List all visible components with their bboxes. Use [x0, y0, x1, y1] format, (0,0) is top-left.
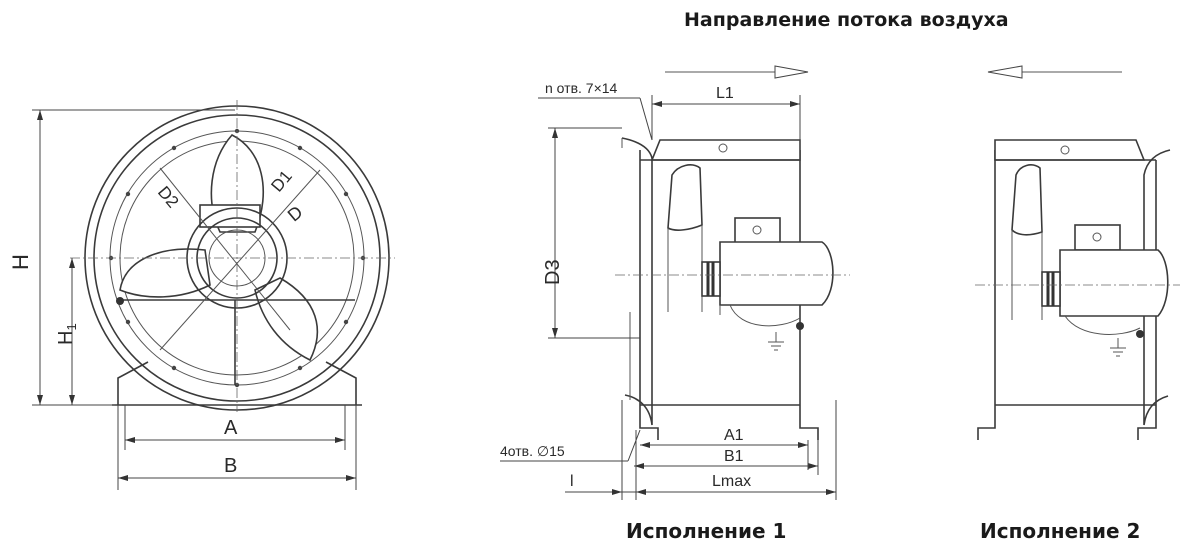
airflow-title: Направление потока воздуха — [684, 9, 1009, 31]
label-a: A — [224, 417, 238, 439]
leader-holes-top-diag — [639, 97, 653, 141]
feet-side1 — [639, 405, 819, 440]
ground-bolt-side-2 — [1136, 330, 1144, 338]
label-d3: D3 — [542, 259, 564, 285]
ground-bolt — [116, 297, 124, 305]
top-screw-2 — [1060, 145, 1070, 155]
blade-side — [667, 164, 703, 231]
blade-stem — [667, 225, 703, 312]
front-view: H H1 A B D D1 D2 — [8, 100, 395, 490]
inlet-bell — [621, 137, 653, 426]
label-l1: L1 — [716, 85, 734, 102]
blade-right — [254, 277, 319, 362]
label-a1: A1 — [724, 427, 744, 444]
terminal-box — [734, 217, 781, 244]
ground-bolt-side — [796, 322, 804, 330]
label-b1: B1 — [724, 448, 744, 465]
label-d1: D1 — [267, 167, 296, 196]
caption-version-2: Исполнение 2 — [980, 519, 1140, 543]
blade-side-2 — [1011, 164, 1043, 236]
dim-d2-line — [159, 167, 291, 331]
arrow-left-icon — [987, 65, 1122, 79]
motor-box — [199, 204, 261, 228]
label-h1: H1 — [55, 323, 79, 345]
coupling-hatch — [706, 262, 715, 296]
terminal-box-2 — [1074, 224, 1121, 251]
label-lmax: Lmax — [712, 473, 751, 490]
motor-coupling — [701, 261, 721, 297]
arrow-right-icon — [665, 65, 809, 79]
terminal-screw-2 — [1092, 232, 1102, 242]
label-h: H — [8, 254, 33, 270]
label-holes-bottom: 4отв. ∅15 — [500, 443, 565, 459]
label-d: D — [284, 202, 307, 226]
label-d2: D2 — [154, 183, 183, 212]
terminal-screw — [752, 225, 762, 235]
base-foot — [117, 361, 357, 405]
feet-side2 — [977, 405, 1157, 440]
label-b: B — [224, 455, 237, 477]
ground-icon — [768, 332, 784, 351]
blade-stem-2 — [1011, 230, 1043, 320]
motor-coupling-2 — [1041, 271, 1061, 307]
label-l: l — [570, 473, 574, 490]
leader-holes-bottom-diag — [627, 429, 641, 462]
motor-mount — [719, 304, 801, 327]
coupling-hatch-2 — [1046, 272, 1055, 306]
inlet-edge — [621, 138, 631, 400]
motor-body-2 — [1059, 249, 1169, 317]
label-holes-top: n отв. 7×14 — [545, 80, 618, 96]
caption-version-1: Исполнение 1 — [626, 519, 786, 543]
motor-body — [719, 241, 834, 306]
side-view-2 — [975, 139, 1180, 440]
dim-d-line — [159, 169, 321, 351]
top-screw — [718, 143, 728, 153]
motor-mount-2 — [1064, 315, 1141, 335]
side-view-1: n отв. 7×14 L1 D3 A1 B1 Lmax l 4отв. ∅15 — [500, 80, 850, 500]
dim-l-arrow — [612, 489, 622, 495]
ground-icon-2 — [1110, 338, 1126, 357]
